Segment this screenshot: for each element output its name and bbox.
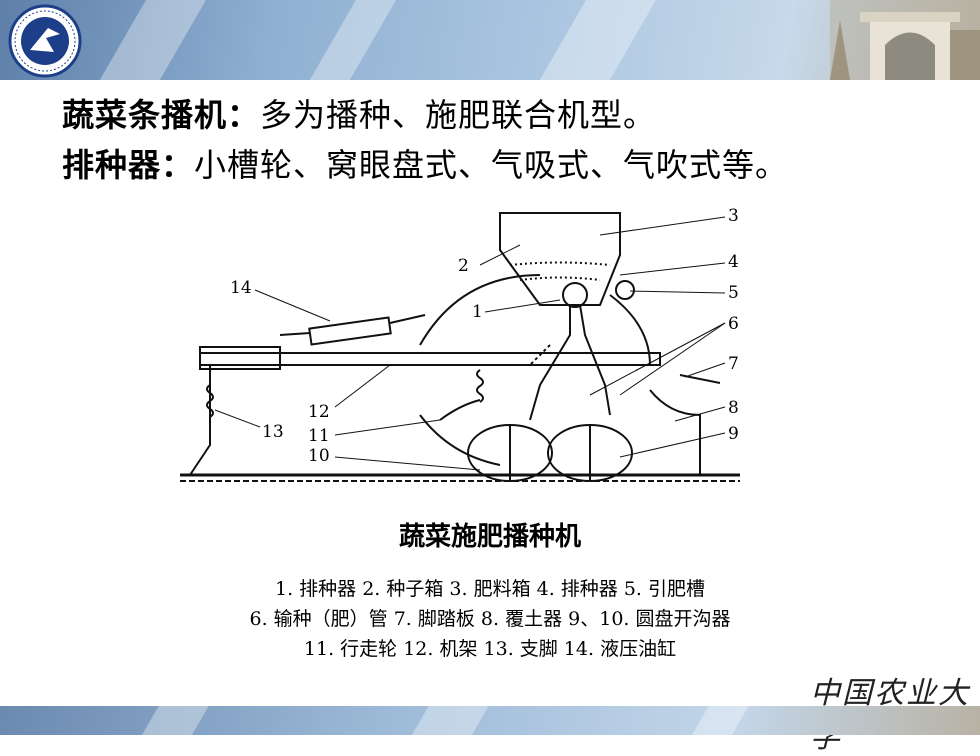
- callout-6: 6: [728, 314, 739, 334]
- heading-line-seeder: 蔬菜条播机：多为播种、施肥联合机型。: [62, 90, 656, 136]
- callout-5: 5: [728, 283, 739, 303]
- figure-title: 蔬菜施肥播种机: [398, 522, 581, 552]
- callout-10: 10: [308, 446, 330, 466]
- university-emblem-icon: [8, 4, 82, 78]
- term-seeder: 蔬菜条播机：: [62, 96, 261, 134]
- callout-11: 11: [308, 426, 330, 446]
- callout-12: 12: [308, 402, 330, 422]
- heading-line-metering: 排种器：小槽轮、窝眼盘式、气吸式、气吹式等。: [62, 140, 788, 186]
- bottom-banner: [0, 706, 980, 735]
- callout-13: 13: [262, 422, 284, 442]
- legend-line-3: 11. 行走轮 12. 机架 13. 支脚 14. 液压油缸: [303, 638, 677, 660]
- callout-8: 8: [728, 398, 739, 418]
- callout-7: 7: [728, 354, 739, 374]
- desc-seeder: 多为播种、施肥联合机型。: [260, 96, 657, 134]
- callout-4: 4: [728, 252, 739, 272]
- top-banner: [0, 0, 980, 80]
- callout-9: 9: [728, 424, 739, 444]
- callout-1: 1: [472, 302, 483, 322]
- desc-metering: 小槽轮、窝眼盘式、气吸式、气吹式等。: [194, 146, 789, 184]
- seeder-diagram: 3 2 4 5 1 6 7 8 9 10 11 12 13 14: [180, 206, 740, 482]
- callout-2: 2: [458, 256, 469, 276]
- campus-gate-icon: [830, 0, 980, 80]
- legend-line-1: 1. 排种器 2. 种子箱 3. 肥料箱 4. 排种器 5. 引肥槽: [275, 578, 705, 600]
- callout-3: 3: [728, 206, 739, 226]
- legend-line-2: 6. 输种（肥）管 7. 脚踏板 8. 覆土器 9、10. 圆盘开沟器: [249, 608, 731, 630]
- term-metering: 排种器：: [62, 146, 195, 184]
- callout-14: 14: [230, 278, 252, 298]
